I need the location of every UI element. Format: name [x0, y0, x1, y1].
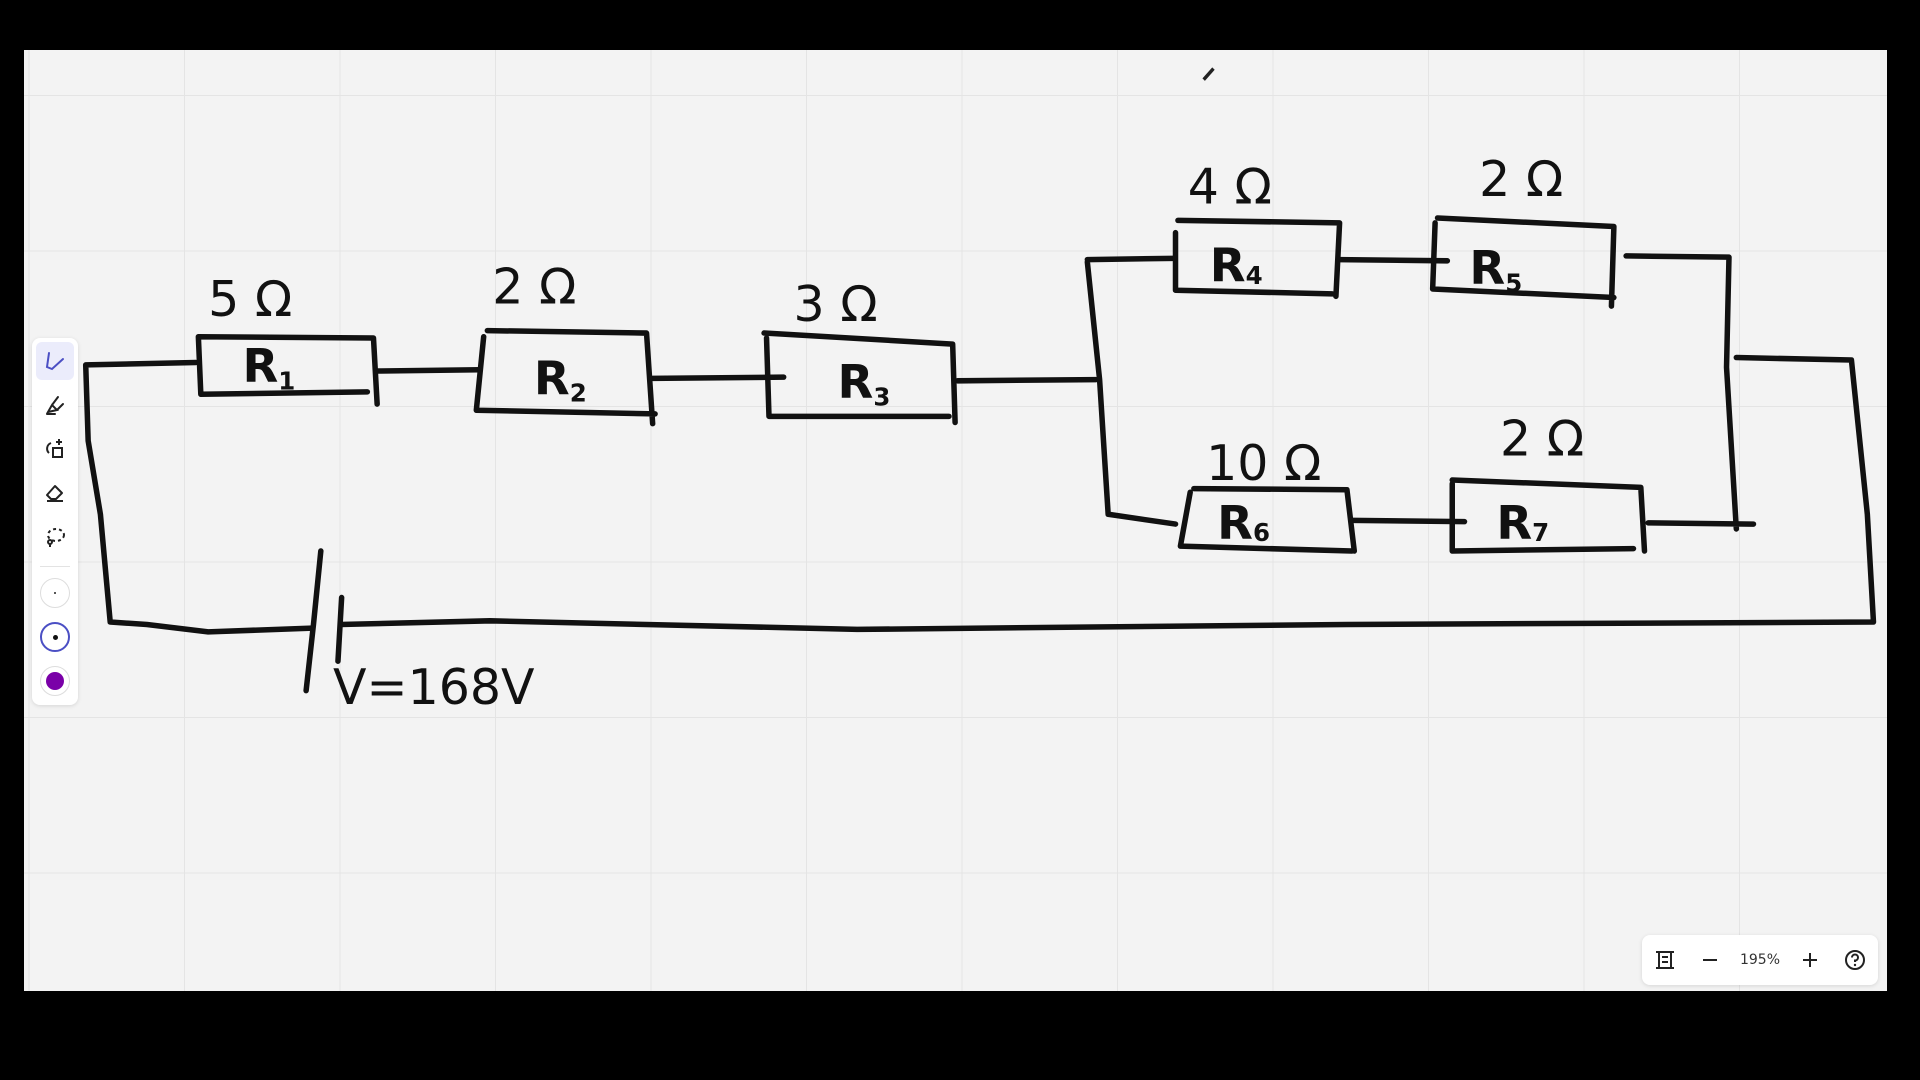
wire-r1-r2 [374, 367, 483, 374]
resistor-r7-box [1449, 477, 1648, 554]
wire-left [82, 359, 315, 635]
resistor-r6-label: R6 [1217, 496, 1270, 550]
resistor-r5-label: R5 [1469, 241, 1522, 297]
resistor-r1-value: 5 Ω [208, 271, 292, 328]
help-icon [1845, 950, 1866, 970]
resistor-r5-value: 2 Ω [1479, 151, 1563, 208]
zoom-controls: 195% [1642, 935, 1878, 985]
resistor-r3-box [761, 330, 958, 426]
resistor-r6-box [1177, 485, 1358, 554]
plus-icon [1803, 953, 1818, 967]
stroke-size-medium[interactable] [40, 622, 70, 652]
lasso-tool-button[interactable] [36, 518, 74, 556]
wire-r6-r7 [1349, 517, 1468, 525]
highlighter-icon [46, 396, 64, 415]
resistor-r1-label: R1 [242, 339, 295, 395]
stroke-size-small[interactable] [40, 578, 70, 608]
resistor-r2-box [473, 327, 658, 427]
fit-screen-icon [1655, 951, 1674, 969]
lasso-icon [47, 528, 65, 547]
resistor-r4-box [1172, 217, 1343, 300]
fit-to-screen-button[interactable] [1650, 945, 1680, 975]
drawing-toolbar [32, 338, 78, 705]
shapes-icon [46, 439, 63, 458]
zoom-in-button[interactable] [1795, 945, 1825, 975]
wire-bottom [337, 354, 1877, 633]
shapes-tool-button[interactable] [36, 430, 74, 468]
toolbar-divider [40, 566, 70, 567]
eraser-icon [46, 485, 63, 502]
zoom-out-button[interactable] [1695, 945, 1725, 975]
whiteboard-canvas[interactable] [24, 50, 1887, 991]
eraser-tool-button[interactable] [36, 474, 74, 512]
resistor-r3-label: R3 [838, 355, 891, 411]
wire-r2-r3 [649, 374, 787, 382]
help-button[interactable] [1840, 945, 1870, 975]
color-swatch-purple[interactable] [40, 666, 70, 696]
resistor-r2-label: R2 [534, 351, 587, 407]
wire-right-branch [1623, 253, 1757, 532]
wire-r4-r5 [1336, 256, 1451, 264]
battery-voltage-label: V=168V [333, 659, 535, 716]
minus-icon [1702, 959, 1717, 961]
resistor-r5-box [1429, 215, 1617, 309]
resistor-r4-value: 4 Ω [1188, 158, 1272, 215]
wire-r3-node [954, 376, 1099, 384]
resistor-r3-value: 3 Ω [793, 276, 877, 333]
highlighter-tool-button[interactable] [36, 386, 74, 424]
battery-long-plate [303, 548, 324, 694]
zoom-level: 195% [1739, 952, 1780, 968]
resistor-r2-value: 2 Ω [492, 259, 576, 316]
resistor-r1-box [195, 333, 380, 407]
resistor-r7-label: R7 [1496, 496, 1549, 550]
resistor-r4-label: R4 [1210, 239, 1263, 293]
wire-left-branch [1084, 255, 1179, 527]
pen-icon [45, 352, 64, 371]
battery-short-plate [335, 594, 345, 664]
resistor-r6-value: 10 Ω [1206, 435, 1321, 492]
pen-tool-button[interactable] [36, 342, 74, 380]
pen-cursor-icon [1202, 67, 1215, 81]
resistor-r7-value: 2 Ω [1500, 411, 1584, 468]
